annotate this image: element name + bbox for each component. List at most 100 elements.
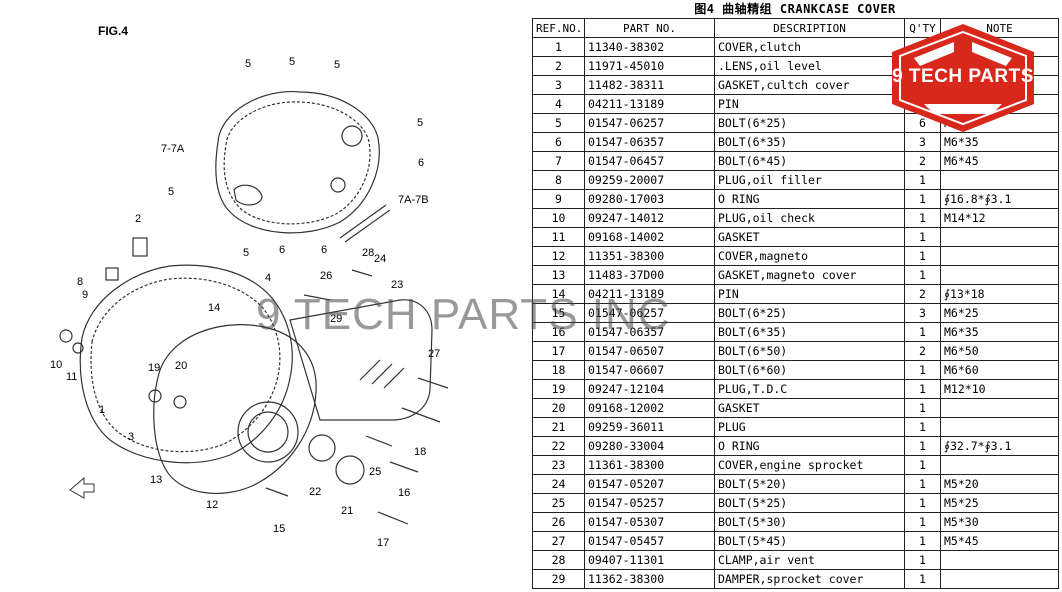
brand-badge: 9 TECH PARTS — [874, 22, 1052, 134]
callout-label: 26 — [320, 270, 332, 282]
callout-label: 19 — [148, 362, 160, 374]
callout-label: 7A-7B — [398, 194, 429, 206]
part-no-cell: 09168-12002 — [584, 398, 715, 418]
callout-label: 5 — [243, 247, 249, 259]
note-cell — [940, 455, 1059, 475]
qty-cell: 2 — [904, 151, 941, 171]
callout-label: 17 — [377, 537, 389, 549]
part-no-cell: 01547-05257 — [584, 493, 715, 513]
qty-cell: 1 — [904, 398, 941, 418]
ref-cell: 26 — [532, 512, 585, 532]
callout-label: 13 — [150, 474, 162, 486]
qty-cell: 1 — [904, 170, 941, 190]
ref-cell: 27 — [532, 531, 585, 551]
description-cell: BOLT(6*50) — [714, 341, 905, 361]
badge-label: 9 TECH PARTS — [892, 66, 1034, 87]
callout-label: 5 — [245, 58, 251, 70]
exploded-diagram: FIG.4 — [0, 0, 530, 592]
description-cell: PLUG,oil filler — [714, 170, 905, 190]
qty-cell: 1 — [904, 531, 941, 551]
description-cell: BOLT(6*45) — [714, 151, 905, 171]
ref-cell: 28 — [532, 550, 585, 570]
ref-cell: 12 — [532, 246, 585, 266]
ref-cell: 6 — [532, 132, 585, 152]
callout-label: 5 — [289, 56, 295, 68]
callout-label: 5 — [417, 117, 423, 129]
qty-cell: 1 — [904, 246, 941, 266]
qty-cell: 3 — [904, 303, 941, 323]
description-cell: CLAMP,air vent — [714, 550, 905, 570]
part-no-cell: 11351-38300 — [584, 246, 715, 266]
callout-label: 25 — [369, 466, 381, 478]
ref-cell: 23 — [532, 455, 585, 475]
description-cell: DAMPER,sprocket cover — [714, 569, 905, 589]
callout-label: 9 — [82, 289, 88, 301]
qty-cell: 1 — [904, 208, 941, 228]
callout-label: 15 — [273, 523, 285, 535]
description-cell: PLUG,T.D.C — [714, 379, 905, 399]
ref-cell: 2 — [532, 56, 585, 76]
ref-cell: 15 — [532, 303, 585, 323]
callout-label: 28 — [362, 247, 374, 259]
callout-label: 29 — [330, 313, 342, 325]
table-title: 图4 曲轴精组 CRANKCASE COVER — [694, 2, 896, 16]
note-cell: M5*25 — [940, 493, 1059, 513]
callout-label: 1 — [99, 404, 105, 416]
qty-cell: 1 — [904, 474, 941, 494]
part-no-cell: 01547-06257 — [584, 113, 715, 133]
table-header-row: REF.NO. PART NO. DESCRIPTION Q'TY NOTE — [532, 18, 1059, 38]
callout-label: 16 — [398, 487, 410, 499]
ref-cell: 9 — [532, 189, 585, 209]
callout-label: 6 — [418, 157, 424, 169]
part-no-cell: 01547-05457 — [584, 531, 715, 551]
callout-label: 5 — [168, 186, 174, 198]
ref-cell: 5 — [532, 113, 585, 133]
qty-cell: 1 — [904, 455, 941, 475]
clutch-cover-drawing — [215, 90, 391, 243]
callout-label: 2 — [135, 213, 141, 225]
part-no-cell: 01547-06607 — [584, 360, 715, 380]
callout-label: 7-7A — [161, 143, 185, 155]
note-cell: ∮13*18 — [940, 284, 1059, 304]
callout-label: 14 — [208, 302, 220, 314]
note-cell: M14*12 — [940, 208, 1059, 228]
callout-label: 22 — [309, 486, 321, 498]
ref-cell: 25 — [532, 493, 585, 513]
qty-cell: 1 — [904, 360, 941, 380]
note-cell: M6*25 — [940, 303, 1059, 323]
note-cell — [940, 398, 1059, 418]
note-cell: M5*30 — [940, 512, 1059, 532]
part-no-cell: 01547-05307 — [584, 512, 715, 532]
description-cell: O RING — [714, 189, 905, 209]
qty-cell: 1 — [904, 227, 941, 247]
qty-cell: 1 — [904, 189, 941, 209]
part-no-cell: 04211-13189 — [584, 284, 715, 304]
description-cell: O RING — [714, 436, 905, 456]
description-cell: BOLT(5*25) — [714, 493, 905, 513]
part-no-cell: 01547-05207 — [584, 474, 715, 494]
part-no-cell: 09259-36011 — [584, 417, 715, 437]
description-cell: BOLT(5*45) — [714, 531, 905, 551]
note-cell — [940, 550, 1059, 570]
winged-crest-icon — [892, 24, 1034, 132]
ref-cell: 11 — [532, 227, 585, 247]
part-no-cell: 11340-38302 — [584, 37, 715, 57]
part-no-cell: 11483-37D00 — [584, 265, 715, 285]
note-cell: M6*35 — [940, 322, 1059, 342]
ref-cell: 8 — [532, 170, 585, 190]
callout-labels: 5 5 5 5 7-7A 6 5 7A-7B 6 6 5 2 24 26 28 … — [50, 56, 440, 549]
ref-cell: 22 — [532, 436, 585, 456]
description-cell: COVER,engine sprocket — [714, 455, 905, 475]
note-cell: ∮32.7*∮3.1 — [940, 436, 1059, 456]
description-cell: BOLT(6*25) — [714, 303, 905, 323]
part-no-cell: 01547-06357 — [584, 132, 715, 152]
